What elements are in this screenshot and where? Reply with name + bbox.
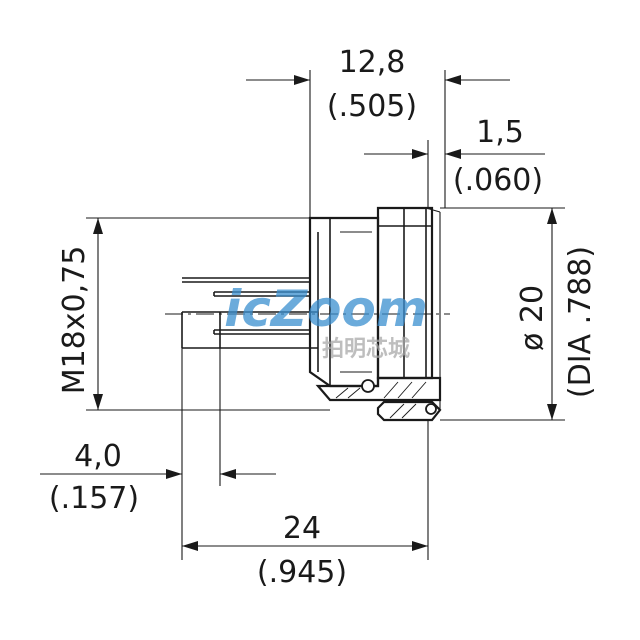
dim-diameter-imperial: (DIA .788): [563, 246, 598, 398]
dim-12-8-imperial: (.505): [327, 89, 417, 124]
o-ring-upper: [361, 379, 375, 393]
dimension-1-5: [364, 140, 545, 208]
watermark-subtitle: 拍明芯城: [322, 336, 410, 362]
dim-4-0-metric: 4,0: [74, 439, 122, 474]
section-hatching: [335, 381, 427, 399]
connector-body: [308, 206, 442, 422]
contact-pins: [181, 277, 318, 349]
dimension-12-8: [246, 70, 510, 218]
dim-diameter-metric: ø 20: [515, 285, 550, 351]
dim-1-5-imperial: (.060): [453, 163, 543, 198]
dim-24-imperial: (.945): [257, 555, 347, 590]
dim-12-8-metric: 12,8: [339, 45, 406, 80]
dimension-4-0: [40, 348, 276, 560]
dimension-diameter-20: [440, 207, 565, 421]
dimension-24: [182, 420, 429, 560]
o-ring-lower: [425, 403, 437, 415]
dim-thread-metric: M18x0,75: [57, 246, 92, 395]
watermark-brand: icZoom: [224, 280, 428, 338]
dimension-thread: [86, 217, 330, 411]
dim-4-0-imperial: (.157): [49, 481, 139, 516]
watermark-logo: icZoom 拍明芯城: [224, 280, 428, 362]
dim-1-5-metric: 1,5: [476, 115, 524, 150]
dim-24-metric: 24: [283, 511, 321, 546]
